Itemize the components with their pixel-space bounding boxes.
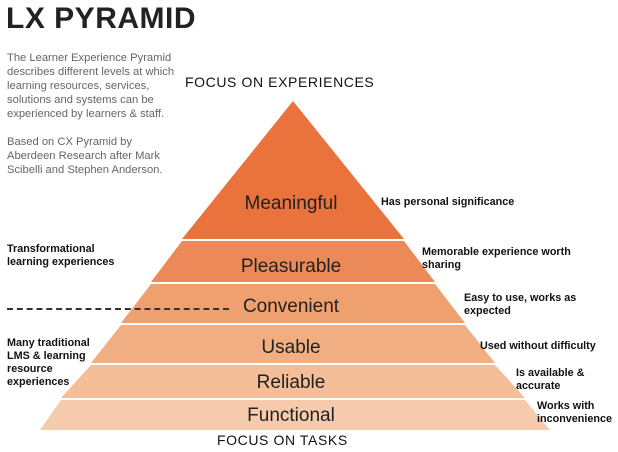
- focus-on-experiences-label: FOCUS ON EXPERIENCES: [185, 74, 375, 90]
- left-note-traditional: Many traditional LMS & learning resource…: [7, 337, 90, 388]
- note-functional: Works with inconvenience: [537, 400, 613, 425]
- note-pleasurable: Memorable experience worth sharing: [422, 246, 571, 271]
- tier-pleasurable-label: Pleasurable: [241, 256, 341, 277]
- tier-reliable-label: Reliable: [257, 372, 326, 393]
- intro-attribution: Based on CX Pyramid by Aberdeen Research…: [7, 136, 163, 176]
- tier-meaningful: [182, 101, 404, 239]
- intro-description: The Learner Experience Pyramid describes…: [7, 52, 175, 120]
- note-reliable: Is available & accurate: [516, 367, 585, 392]
- tier-pleasurable: [151, 241, 435, 282]
- tier-reliable: [61, 365, 525, 398]
- tier-meaningful-label: Meaningful: [245, 193, 338, 214]
- divider-dashed-line: [7, 308, 229, 310]
- note-meaningful: Has personal significance: [381, 196, 515, 208]
- tier-functional-label: Functional: [247, 405, 335, 426]
- tier-convenient-label: Convenient: [243, 296, 340, 317]
- left-note-transformational: Transformational learning experiences: [7, 243, 115, 268]
- note-convenient: Easy to use, works as expected: [464, 292, 577, 317]
- focus-on-tasks-label: FOCUS ON TASKS: [217, 432, 348, 448]
- tier-convenient: [121, 284, 465, 323]
- tier-usable: [91, 325, 495, 363]
- intro-text: The Learner Experience Pyramid describes…: [7, 51, 175, 191]
- tier-functional: [40, 400, 550, 430]
- tier-usable-label: Usable: [261, 337, 320, 358]
- note-usable: Used without difficulty: [480, 340, 596, 352]
- page-title: LX PYRAMID: [6, 2, 197, 35]
